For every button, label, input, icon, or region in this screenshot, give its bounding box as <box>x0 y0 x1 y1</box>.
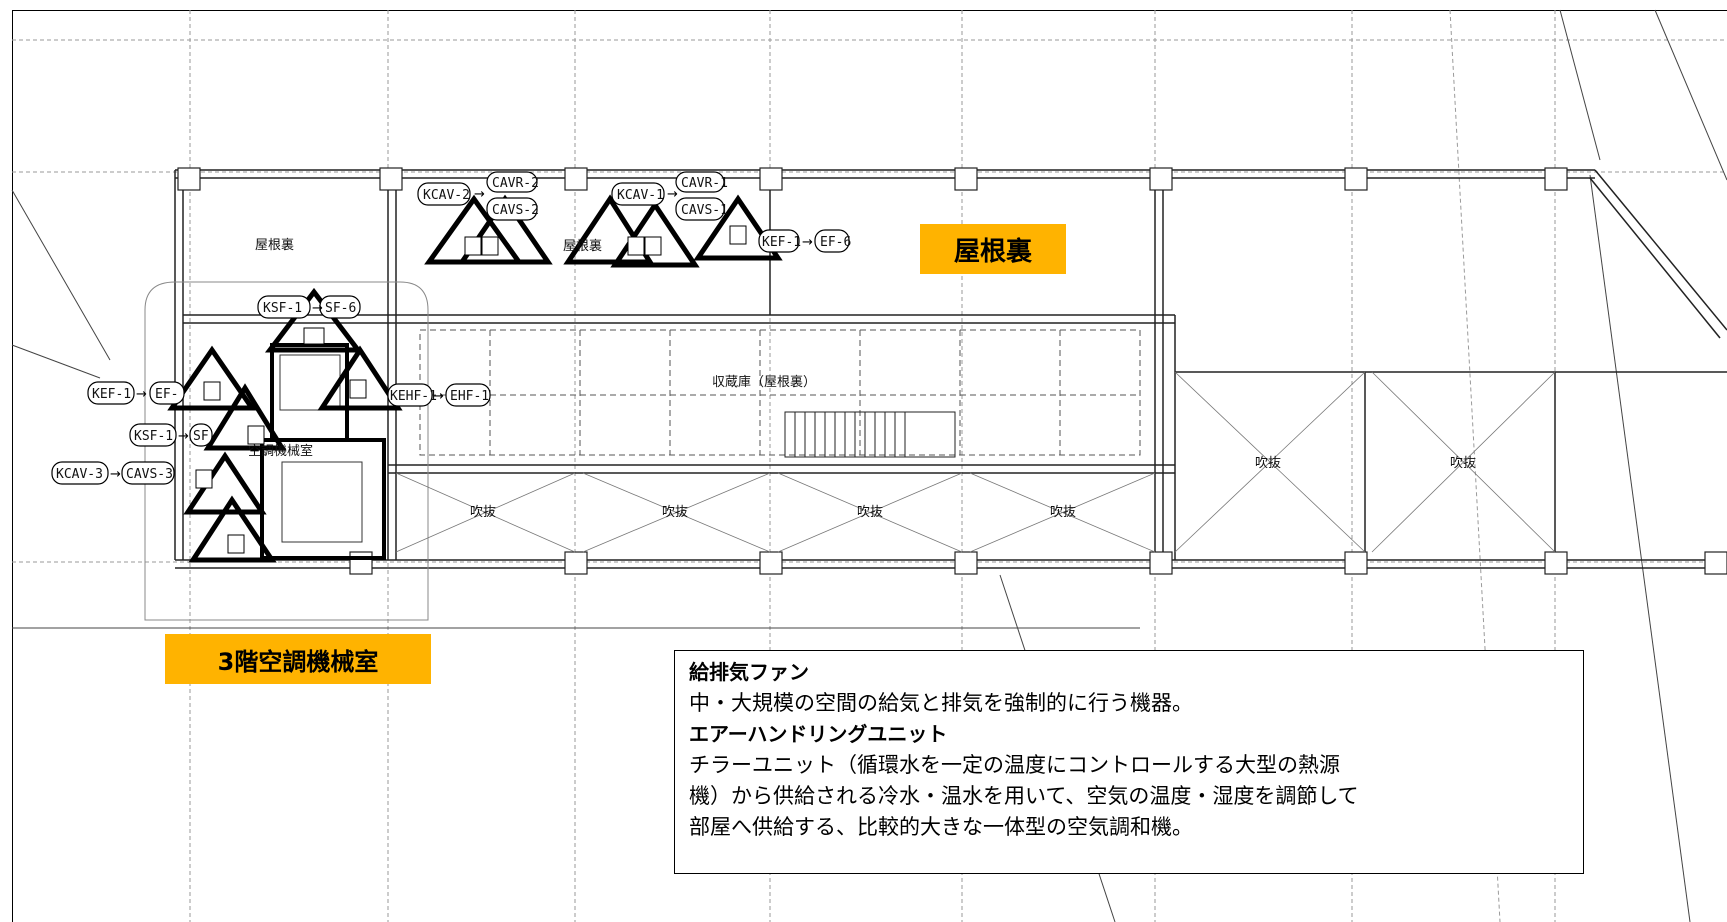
legend-ahu-desc-2: 機）から供給される冷水・温水を用いて、空気の温度・湿度を調節して <box>689 784 1359 808</box>
room-roof-space-left: 屋根裏 <box>255 238 294 253</box>
legend-ahu-title: エアーハンドリングユニット <box>689 722 948 746</box>
tag-arrows: → → → → → → → → <box>110 187 813 482</box>
svg-text:→: → <box>802 235 813 250</box>
room-void-6: 吹抜 <box>1450 455 1476 471</box>
svg-text:→: → <box>110 467 121 482</box>
legend-box: 給排気ファン 中・大規模の空間の給気と排気を強制的に行う機器。 エアーハンドリン… <box>674 650 1584 874</box>
tag-ef: EF- <box>155 387 178 402</box>
room-storage: 収蔵庫（屋根裏） <box>712 375 816 390</box>
tag-cavs-1: CAVS-1 <box>681 203 728 218</box>
legend-fan-title: 給排気ファン <box>689 660 809 684</box>
mech-room-highlight-label: 3階空調機械室 <box>165 634 431 684</box>
equipment-tags <box>51 171 850 485</box>
tag-sf-6: SF-6 <box>325 301 356 316</box>
fan-symbols <box>195 225 747 554</box>
room-roof-space-mid: 屋根裏 <box>563 239 602 254</box>
legend-ahu-desc-3: 部屋へ供給する、比較的大きな一体型の空気調和機。 <box>689 815 1193 839</box>
fan-triangles <box>167 194 783 563</box>
svg-text:→: → <box>178 429 189 444</box>
room-void-2: 吹抜 <box>662 504 688 520</box>
tag-kcav-2: KCAV-2 <box>423 188 470 203</box>
svg-text:→: → <box>312 301 323 316</box>
roof-space-highlight-label: 屋根裏 <box>920 224 1066 274</box>
svg-text:→: → <box>136 387 147 402</box>
legend-ahu-desc-1: チラーユニット（循環水を一定の温度にコントロールする大型の熱源 <box>689 753 1340 777</box>
tag-ksf-1-top: KSF-1 <box>263 301 302 316</box>
legend-fan-desc: 中・大規模の空間の給気と排気を強制的に行う機器。 <box>689 691 1193 715</box>
svg-text:→: → <box>433 389 444 404</box>
ahu-unit-upper <box>270 343 349 442</box>
room-void-4: 吹抜 <box>1050 504 1076 520</box>
building-walls <box>144 169 1727 621</box>
tag-ksf-1-left: KSF-1 <box>134 429 173 444</box>
tag-kcav-3: KCAV-3 <box>56 467 103 482</box>
tag-ehf-1: EHF-1 <box>450 389 489 404</box>
tag-cavr-1: CAVR-1 <box>681 176 728 191</box>
svg-text:→: → <box>667 187 678 202</box>
svg-text:→: → <box>474 187 485 202</box>
tag-kef-1-top: KEF-1 <box>762 235 801 250</box>
void-x-marks <box>395 371 1556 553</box>
tag-kehf-1: KEHF-1 <box>390 389 437 404</box>
room-void-1: 吹抜 <box>470 504 496 520</box>
room-void-3: 吹抜 <box>857 504 883 520</box>
tag-cavr-2: CAVR-2 <box>492 176 539 191</box>
ahu-unit-lower <box>260 438 386 560</box>
structural-columns <box>177 167 1727 575</box>
tag-kcav-1: KCAV-1 <box>617 188 664 203</box>
tag-ef-6: EF-6 <box>820 235 851 250</box>
storage-racks <box>419 329 1141 456</box>
tag-cavs-2: CAVS-2 <box>492 203 539 218</box>
stair <box>784 411 956 458</box>
room-void-5: 吹抜 <box>1255 455 1281 471</box>
tag-sf: SF <box>193 429 209 444</box>
tag-kef-1-left: KEF-1 <box>92 387 131 402</box>
room-ahu: 空調機械室 <box>248 443 313 459</box>
tag-cavs-3: CAVS-3 <box>126 467 173 482</box>
ahu-units <box>260 343 386 560</box>
